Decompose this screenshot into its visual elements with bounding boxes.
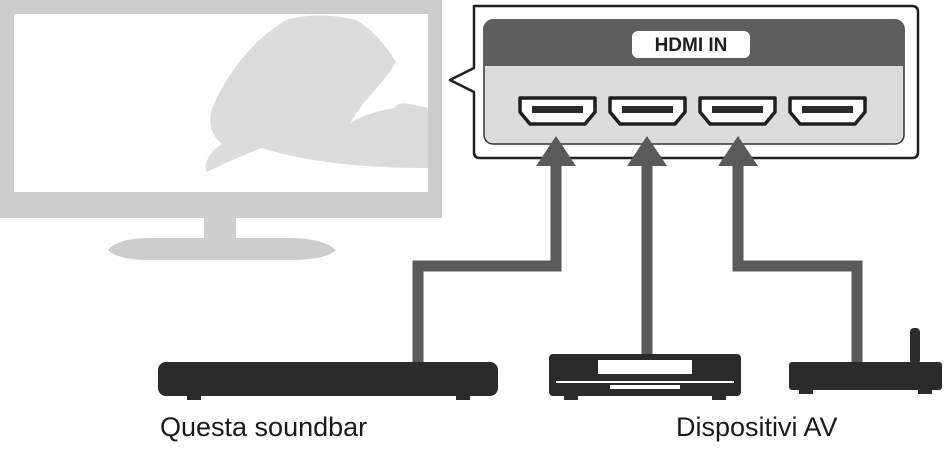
- router-cable: [732, 162, 863, 364]
- router-foot-left: [799, 390, 813, 394]
- dolphin-graphic: [205, 15, 428, 172]
- router-device: [789, 328, 942, 394]
- cable-arrowheads: [536, 136, 758, 166]
- soundbar-foot-right: [456, 396, 470, 400]
- hdmi-port-4: [788, 96, 867, 126]
- soundbar-foot-left: [187, 396, 201, 400]
- tv-neck: [204, 218, 236, 240]
- router-foot-right: [918, 390, 932, 394]
- soundbar-device: [158, 362, 498, 400]
- av-player-body: [549, 354, 741, 396]
- av-player-device: [549, 354, 741, 400]
- hdmi-in-label: HDMI IN: [655, 35, 728, 56]
- arrow-to-port-1: [536, 136, 576, 166]
- hdmi-port-3: [698, 96, 777, 126]
- router-body: [789, 362, 942, 390]
- av-player-foot-left: [564, 396, 578, 400]
- av-player-tray: [610, 385, 680, 389]
- soundbar-caption: Questa soundbar: [160, 412, 368, 442]
- hdmi-port-1: [518, 96, 597, 126]
- av-player-display: [598, 360, 692, 374]
- hdmi-panel: HDMI IN: [448, 4, 920, 160]
- hdmi-port-2: [608, 96, 687, 126]
- tv-stand-base: [108, 238, 336, 260]
- soundbar-cable: [412, 162, 562, 366]
- arrow-to-port-2: [627, 136, 667, 166]
- hdmi-cables: [409, 162, 866, 366]
- arrow-to-port-3: [718, 136, 758, 166]
- av-player-foot-right: [712, 396, 726, 400]
- hdmi-label-pill: [632, 31, 750, 58]
- av-devices-caption: Dispositivi AV: [676, 412, 838, 442]
- soundbar-body: [158, 362, 498, 396]
- router-antenna: [910, 328, 920, 364]
